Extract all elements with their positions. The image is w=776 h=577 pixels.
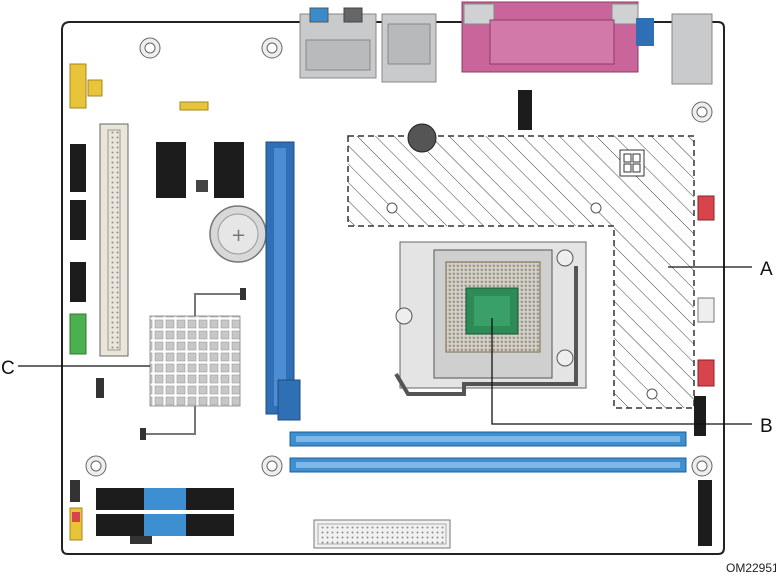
mini-pcie-socket-2: [214, 142, 244, 198]
pci-slot: [100, 124, 128, 356]
callout-a-label: A: [760, 259, 773, 280]
usb-stack: [672, 14, 712, 84]
fan-header-1: [698, 196, 714, 220]
battery: +: [210, 206, 266, 262]
svg-text:+: +: [231, 225, 246, 246]
sata-connectors: [96, 488, 234, 544]
callout-c-label: C: [1, 358, 15, 379]
figure-id: OM22951: [726, 561, 776, 575]
fan-header-3: [698, 360, 714, 386]
mini-pcie-socket-1: [156, 142, 186, 198]
atx-power-connector: [314, 520, 450, 548]
processor-socket: [396, 242, 586, 394]
callout-b-label: B: [760, 416, 773, 437]
fan-header-2: [698, 298, 714, 322]
